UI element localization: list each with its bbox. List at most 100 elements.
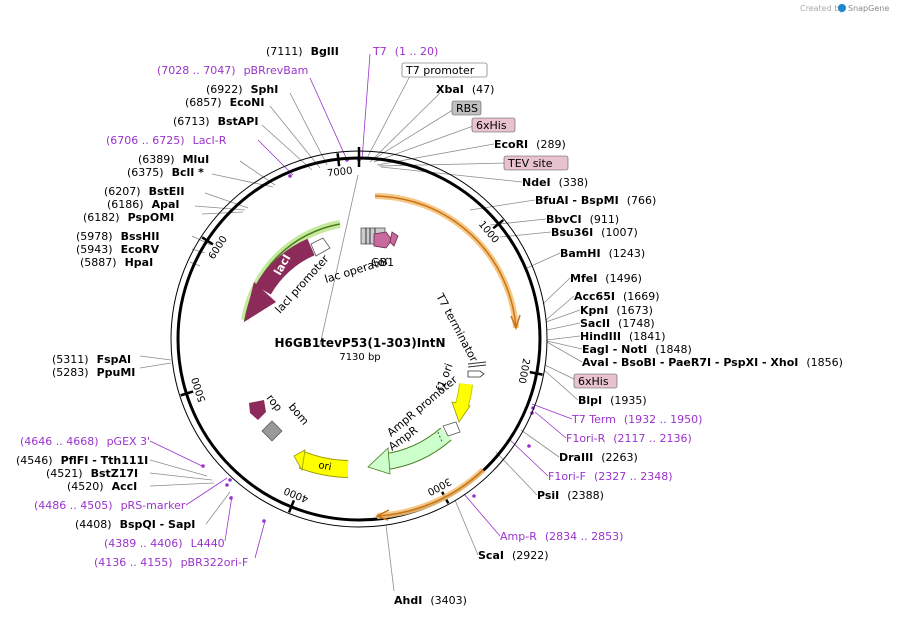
site-label-hpaI: (5887)HpaI [80,256,153,269]
site-text: NdeI(338) [522,176,588,189]
primer-site-marker [472,494,476,498]
site-text: (6186)ApaI [107,198,179,211]
site-label-ndeI: NdeI(338) [522,176,588,189]
site-name: EcoRI [494,138,528,151]
site-label-draIII: DraIII(2263) [559,451,638,464]
site-label-ecoRV: (5943) EcoRV [76,243,160,256]
site-label-eagI: EagI - NotI(1848) [582,343,692,356]
site-name: Amp-R [500,530,537,543]
site-label-ppuMI: (5283)PpuMI [52,366,135,379]
site-text: ScaI(2922) [478,549,549,562]
site-name: BssHII [121,230,160,243]
site-pos: (1669) [623,290,660,303]
leader-line [257,139,294,176]
site-text: (6389)MluI [138,153,209,166]
site-pos: (289) [536,138,566,151]
site-name: EagI - NotI [582,343,647,356]
site-text: (6182) PspOMI [83,211,174,224]
site-label-bclI: (6375)BclI * [127,166,204,179]
site-label-t7term: T7 Term(1932 .. 1950) [571,413,702,426]
site-pos: (1496) [605,272,642,285]
site-text: (6207)BstEII [104,185,184,198]
plasmid-size: 7130 bp [339,352,380,363]
tick-mark [201,236,214,246]
site-text: (4520)AccI [67,480,137,493]
site-label-rbs: RBS [451,100,482,116]
leader-line [520,429,560,458]
site-label-acc65I: Acc65I(1669) [574,290,660,303]
site-name: F1ori-F [548,470,586,483]
site-label-pbr322: (4136 .. 4155)pBR322ori-F [94,556,248,569]
site-label-bstAPI: (6713)BstAPI [173,115,258,128]
site-text: XbaI(47) [436,83,494,96]
site-text: F1ori-R(2117 .. 2136) [566,432,692,445]
site-name: pGEX 3' [107,435,151,448]
site-pos: (6389) [138,153,175,166]
site-name: EcoRV [121,243,160,256]
site-label-pspOMI: (6182) PspOMI [83,211,174,224]
site-name: T7 [372,45,387,58]
ampr-body [382,428,451,470]
site-pos: (5283) [52,366,89,379]
site-label-tev: TEV site [503,155,569,171]
site-name: PspOMI [128,211,175,224]
site-text: (5887)HpaI [80,256,153,269]
leader-line [380,166,523,183]
site-name: BspQI - SapI [120,518,196,531]
site-pos: (1007) [601,226,638,239]
lacI-arrow [255,238,315,295]
leader-line [378,162,509,167]
leader-line [495,451,538,496]
site-pos: (766) [627,194,657,207]
site-text: (6713)BstAPI [173,115,258,128]
tick-mark [287,499,296,513]
feature-box-label: 6xHis [476,119,507,132]
site-pos: (5943) [76,243,113,256]
site-label-bbvCI: BbvCI(911) [546,213,619,226]
site-text: (4389 .. 4406)L4440 [104,537,225,550]
site-text: DraIII(2263) [559,451,638,464]
site-pos: (4389 .. 4406) [104,537,183,550]
site-label-bstEII: (6207)BstEII [104,185,184,198]
tick-mark [529,370,543,376]
site-label-f1oriR: F1ori-R(2117 .. 2136) [566,432,692,445]
site-label-fspAI: (5311)FspAI [52,353,131,366]
primer-site-marker [288,174,292,178]
ori-arrowhead [293,449,306,472]
site-pos: (4136 .. 4155) [94,556,173,569]
tick-mark [336,153,341,167]
site-pos: (2922) [512,549,549,562]
site-name: PsiI [537,489,559,502]
site-label-ampR: Amp-R(2834 .. 2853) [500,530,623,543]
primer-site-marker [225,483,229,487]
site-name: pBRrevBam [244,64,309,77]
brand-name: SnapGene [848,4,889,13]
leader-line [204,192,249,209]
leader-line [534,411,567,439]
feature-label-t7-terminator: T7 terminator [433,290,481,364]
site-name: EcoNI [230,96,265,109]
brand-watermark: Created by SnapGene [800,4,889,13]
site-name: BclI * [172,166,205,179]
site-label-bssHII: (5978)BssHII [76,230,159,243]
site-text: (6857)EcoNI [185,96,264,109]
leader-line [139,362,172,369]
site-name: ApaI [152,198,180,211]
ampr-arrowhead [367,447,391,475]
ampr-arc [376,469,484,517]
primer-site-marker [201,464,205,468]
leader-line [201,211,244,215]
site-pos: (6182) [83,211,120,224]
site-name: pRS-marker [121,499,186,512]
leader-line [269,105,321,169]
gb1-arrow [373,231,393,249]
site-label-psiI: PsiI(2388) [537,489,604,502]
site-pos: (6922) [206,83,243,96]
site-pos: (7028 .. 7047) [157,64,236,77]
site-label-mluI: (6389)MluI [138,153,209,166]
site-pos: (1673) [616,304,653,317]
site-label-pgex3: (4646 .. 4668)pGEX 3' [20,435,150,448]
site-pos: (338) [559,176,589,189]
